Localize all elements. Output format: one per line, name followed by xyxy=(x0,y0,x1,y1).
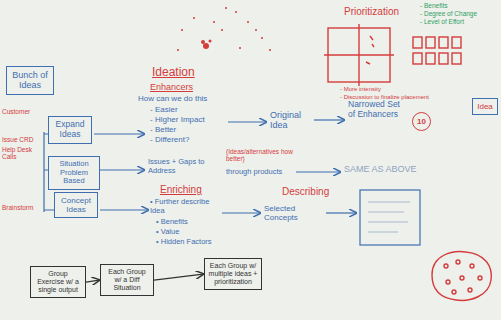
step-text: Issues + Gaps to Address xyxy=(148,158,222,175)
note: - More intensity xyxy=(340,86,420,93)
note: Brainstorm xyxy=(2,204,42,211)
node-text: 10 xyxy=(417,117,426,126)
list-item: - Higher Impact xyxy=(150,115,226,124)
node-text: Concept Ideas xyxy=(58,196,94,214)
node-text: Expand Ideas xyxy=(52,120,88,140)
step-text: Original Idea xyxy=(270,110,312,131)
step-text: through products xyxy=(226,168,298,177)
stage-heading: Describing xyxy=(282,186,344,198)
node-text: Situation Problem Based xyxy=(52,160,96,186)
exercise-box: Each Group w/ multiple ideas + prioritiz… xyxy=(204,258,262,290)
process-box: Situation Problem Based xyxy=(48,156,100,190)
node-text: Bunch of Ideas xyxy=(10,70,50,91)
list-item: • Value xyxy=(156,228,216,237)
flow-arrow xyxy=(154,274,203,280)
node-text: Group Exercise w/ a single output xyxy=(34,270,82,294)
list-item: • Further describe Idea xyxy=(150,198,218,215)
stage-heading: Enriching xyxy=(160,184,220,196)
process-box: Expand Ideas xyxy=(48,116,92,144)
list-item: • Benefits xyxy=(156,218,216,227)
note: Issue CRD xyxy=(2,136,42,143)
flow-arrow xyxy=(86,280,99,282)
note: Customer xyxy=(2,108,42,115)
criteria-note: - Level of Effort xyxy=(420,18,498,25)
process-box: Idea xyxy=(472,98,498,115)
note: - Discussion to finalize placement xyxy=(340,94,430,101)
process-box: Concept Ideas xyxy=(54,192,98,218)
stage-heading: Ideation xyxy=(152,66,222,80)
list-item: - Different? xyxy=(150,135,220,144)
node-text: Idea xyxy=(476,102,494,111)
node-text: Each Group w/ a Diff Situation xyxy=(104,268,150,292)
stage-heading: Prioritization xyxy=(344,6,414,18)
step-text: Narrowed Set of Enhancers xyxy=(348,100,408,120)
step-text: Selected Concepts xyxy=(264,204,322,222)
list-item: • Hidden Factors xyxy=(156,238,226,247)
exercise-box: Each Group w/ a Diff Situation xyxy=(100,264,154,296)
criteria-note: - Benefits xyxy=(420,2,498,9)
criteria-note: - Degree of Change xyxy=(420,10,498,17)
list-item: - Easier xyxy=(150,105,220,114)
idea-pool-box: Bunch of Ideas xyxy=(6,66,54,95)
list-item: - Better xyxy=(150,125,220,134)
sub-heading: Enhancers xyxy=(150,82,210,92)
note: (Ideas/alternatives how better) xyxy=(226,148,310,163)
note: How can we do this xyxy=(138,94,228,103)
callout-number: 10 xyxy=(412,112,431,131)
node-text: Each Group w/ multiple ideas + prioritiz… xyxy=(208,262,258,286)
exercise-box: Group Exercise w/ a single output xyxy=(30,266,86,298)
note: Help Desk Calls xyxy=(2,146,42,161)
step-text: SAME AS ABOVE xyxy=(344,164,428,174)
